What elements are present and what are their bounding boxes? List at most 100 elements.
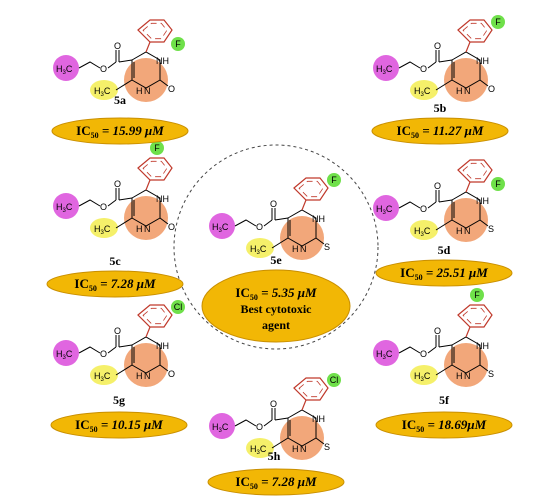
ester-methyl-label: H3C <box>56 202 73 214</box>
ring-n-lower: N <box>464 371 471 381</box>
ring-highlight <box>124 343 168 387</box>
ester-link-bond <box>438 59 453 63</box>
aryl-ring-inner <box>462 162 488 180</box>
best-agent-line-1: Best cytotoxic <box>241 302 313 316</box>
compound-label-5f: 5f <box>439 393 450 407</box>
ring-h-lower: H <box>292 244 299 254</box>
ester-oxygen-label: O <box>420 204 427 214</box>
ic50-value-5b: IC50 = 11.27 μM <box>397 123 484 140</box>
halogen-highlight <box>327 373 341 387</box>
ic50-value-5f: IC50 = 18.69μM <box>402 417 487 434</box>
thio-oxo-bond <box>315 437 325 445</box>
aryl-ring-inner <box>142 22 168 40</box>
aryl-link-bond <box>465 181 471 193</box>
compound-label-5d: 5d <box>438 243 451 257</box>
ring-h-lower: H <box>136 371 143 381</box>
ester-highlight <box>373 55 399 81</box>
ring-n-lower: N <box>144 224 151 234</box>
halogen-label: F <box>495 179 501 189</box>
ring-methyl-label: H3C <box>414 226 431 238</box>
halogen-label: F <box>495 17 501 27</box>
aryl-link-bond <box>465 41 471 53</box>
methyl-highlight <box>410 80 438 100</box>
ring-methyl-label: H3C <box>250 444 267 456</box>
best-compound-highlight-ring <box>173 144 379 350</box>
compound-label-5c: 5c <box>109 254 121 268</box>
halogen-label: F <box>331 175 337 185</box>
carbonyl-oxygen-label: O <box>434 41 441 51</box>
ester-oxygen-label: O <box>256 222 263 232</box>
ester-highlight <box>373 195 399 221</box>
carbonyl-bond <box>107 199 117 207</box>
ester-oxygen-label: O <box>420 64 427 74</box>
methyl-bond <box>115 217 133 229</box>
aryl-ring <box>137 19 173 43</box>
carbonyl-oxygen-label: O <box>434 181 441 191</box>
ring-h-lower: H <box>136 86 143 96</box>
ester-link-bond <box>118 59 133 63</box>
carbonyl-oxygen-label: O <box>114 41 121 51</box>
ester-highlight <box>209 213 235 239</box>
ring-h-lower: H <box>456 371 463 381</box>
best-agent-line-2: agent <box>262 318 290 332</box>
ester-oxygen-label: O <box>100 64 107 74</box>
halogen-highlight <box>491 177 505 191</box>
ring-h-lower: H <box>292 444 299 454</box>
methyl-bond <box>435 79 453 91</box>
ic50-badge-5d: IC50 = 25.51 μM <box>375 259 513 287</box>
ester-bond <box>234 219 257 227</box>
ester-highlight <box>53 193 79 219</box>
compound-label-5g: 5g <box>113 393 125 407</box>
ring-nh-upper: NH <box>156 194 169 204</box>
ester-bond <box>398 201 421 209</box>
hetero-atom-label: O <box>168 84 175 94</box>
ring-methyl-label: H3C <box>414 86 431 98</box>
methyl-bond <box>435 364 453 376</box>
aryl-ring <box>293 377 329 401</box>
ester-oxygen-label: O <box>100 202 107 212</box>
aryl-ring <box>457 304 493 328</box>
aryl-link-bond <box>301 199 307 211</box>
ic50-value-5c: IC50 = 7.28 μM <box>74 276 156 293</box>
aryl-ring-inner <box>462 307 488 325</box>
aryl-ring <box>137 304 173 328</box>
aryl-ring-inner <box>462 22 488 40</box>
compound-label-5h: 5h <box>268 449 281 463</box>
ring-highlight <box>280 216 324 260</box>
ester-bond <box>78 61 101 69</box>
ring-methyl-label: H3C <box>94 86 111 98</box>
ring-highlight <box>124 58 168 102</box>
carbonyl-bond <box>427 201 437 209</box>
ring-n-lower: N <box>300 244 307 254</box>
ester-oxygen-label: O <box>100 349 107 359</box>
ester-highlight <box>209 413 235 439</box>
aryl-link-bond <box>145 41 151 53</box>
hetero-atom-label: S <box>324 242 330 252</box>
methyl-bond <box>271 237 289 249</box>
ester-link-bond <box>274 417 289 421</box>
ester-highlight <box>53 55 79 81</box>
methyl-bond <box>115 364 133 376</box>
ester-methyl-label: H3C <box>212 222 229 234</box>
ic50-value-5h: IC50 = 7.28 μM <box>235 474 317 491</box>
ester-bond <box>398 346 421 354</box>
compound-label-5a: 5a <box>114 93 126 107</box>
ester-bond <box>78 199 101 207</box>
ester-methyl-label: H3C <box>56 349 73 361</box>
ester-highlight <box>53 340 79 366</box>
aryl-link-bond <box>465 326 471 338</box>
methyl-bond <box>271 437 289 449</box>
thio-oxo-bond <box>479 79 489 87</box>
ring-highlight <box>124 196 168 240</box>
aryl-ring <box>457 19 493 43</box>
ester-methyl-label: H3C <box>376 349 393 361</box>
methyl-highlight <box>410 220 438 240</box>
ester-methyl-label: H3C <box>376 204 393 216</box>
ring-n-lower: N <box>144 371 151 381</box>
aryl-link-bond <box>301 399 307 411</box>
ester-oxygen-label: O <box>256 422 263 432</box>
ring-methyl-label: H3C <box>94 224 111 236</box>
aryl-ring <box>457 159 493 183</box>
